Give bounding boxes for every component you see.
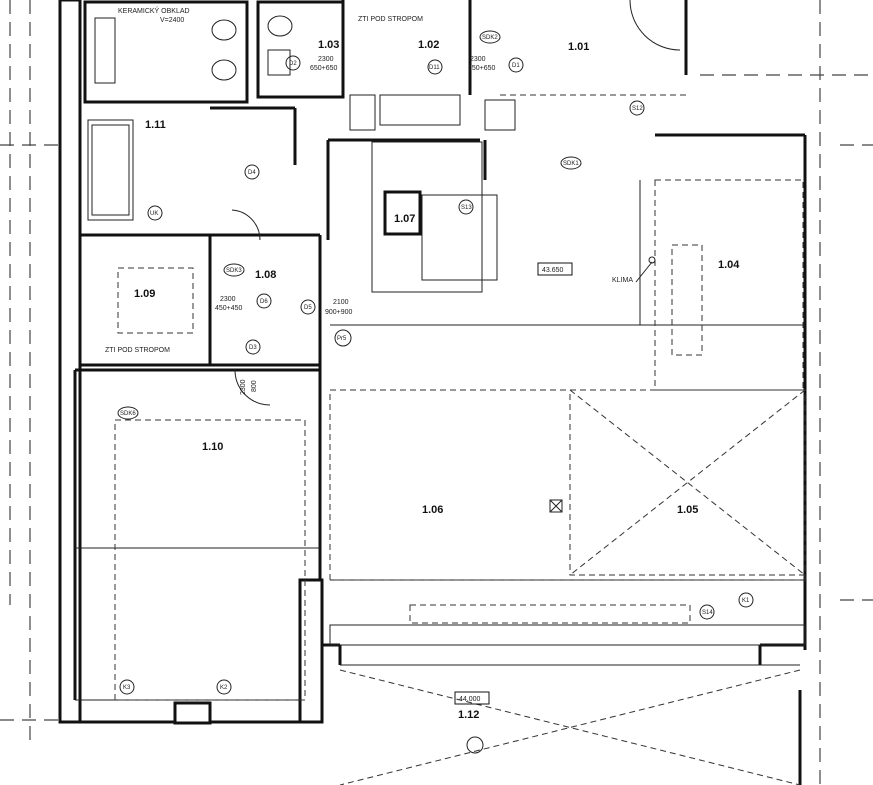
door-tag: D11 <box>429 65 440 71</box>
column-tag: K1 <box>742 598 750 604</box>
room-1-08: 1.08 <box>255 269 276 281</box>
tag: S13 <box>461 205 472 211</box>
room-1-04: 1.04 <box>718 259 740 271</box>
door-tag: D3 <box>249 345 257 351</box>
tiling-note: KERAMICKÝ OBKLAD <box>118 6 190 15</box>
door-dimension: 2100 <box>333 299 349 306</box>
room-1-11: 1.11 <box>145 119 166 131</box>
room-1-06: 1.06 <box>422 504 443 516</box>
room-1-09: 1.09 <box>134 288 155 300</box>
zti-note: ZTI POD STROPOM <box>105 347 170 354</box>
dashed-outlines <box>114 94 806 785</box>
tiling-height-note: V=2400 <box>160 17 184 24</box>
column-tag: K3 <box>123 685 131 691</box>
sdk-tag: SDK6 <box>120 411 136 417</box>
level-mark: 44.000 <box>459 696 481 703</box>
klima-label: KLIMA <box>612 277 633 284</box>
sdk-tag: SDK3 <box>226 268 242 274</box>
tag: S12 <box>632 106 643 112</box>
door-tag: D2 <box>289 61 297 67</box>
sdk-tag: SDK1 <box>563 161 579 167</box>
room-1-02: 1.02 <box>418 39 439 51</box>
room-1-05: 1.05 <box>677 504 698 516</box>
annotations: KERAMICKÝ OBKLAD V=2400 ZTI POD STROPOM … <box>105 6 656 705</box>
sdk-tag: SDK2 <box>482 35 498 41</box>
room-1-03: 1.03 <box>318 39 339 51</box>
walls <box>58 0 807 785</box>
door-dimension: 2300 <box>318 56 334 63</box>
room-1-12: 1.12 <box>458 709 479 721</box>
door-tag: D1 <box>512 63 520 69</box>
tag: Pr5 <box>337 336 347 342</box>
zti-note: ZTI POD STROPOM <box>358 16 423 23</box>
door-dimension: 650+650 <box>468 65 496 72</box>
door-dimension: 2300 <box>220 296 236 303</box>
door-tag: D4 <box>248 170 256 176</box>
door-dimension: 800 <box>251 380 258 392</box>
door-tags: D1 D2 D3 D4 D5 D6 D11 2300 650+650 2300 … <box>215 55 524 395</box>
door-tag: D6 <box>260 299 268 305</box>
element-tags: SDK1 SDK2 SDK3 SDK6 S12 S13 S14 Pr5 K1 K… <box>117 30 754 695</box>
column-tag: K2 <box>220 685 228 691</box>
room-labels: 1.01 1.02 1.03 1.04 1.05 1.06 1.07 1.08 … <box>134 39 740 721</box>
room-1-10: 1.10 <box>202 441 223 453</box>
level-mark: 43.650 <box>542 267 564 274</box>
fixtures <box>75 0 806 754</box>
tag: UK <box>150 211 158 217</box>
door-dimension: 2300 <box>240 379 247 395</box>
room-1-01: 1.01 <box>568 41 589 53</box>
door-dimension: 2300 <box>470 56 486 63</box>
door-dimension: 900+900 <box>325 309 353 316</box>
tag: S14 <box>702 610 713 616</box>
door-dimension: 650+650 <box>310 65 338 72</box>
room-1-07: 1.07 <box>394 213 415 225</box>
door-tag: D5 <box>304 305 312 311</box>
door-dimension: 450+450 <box>215 305 243 312</box>
